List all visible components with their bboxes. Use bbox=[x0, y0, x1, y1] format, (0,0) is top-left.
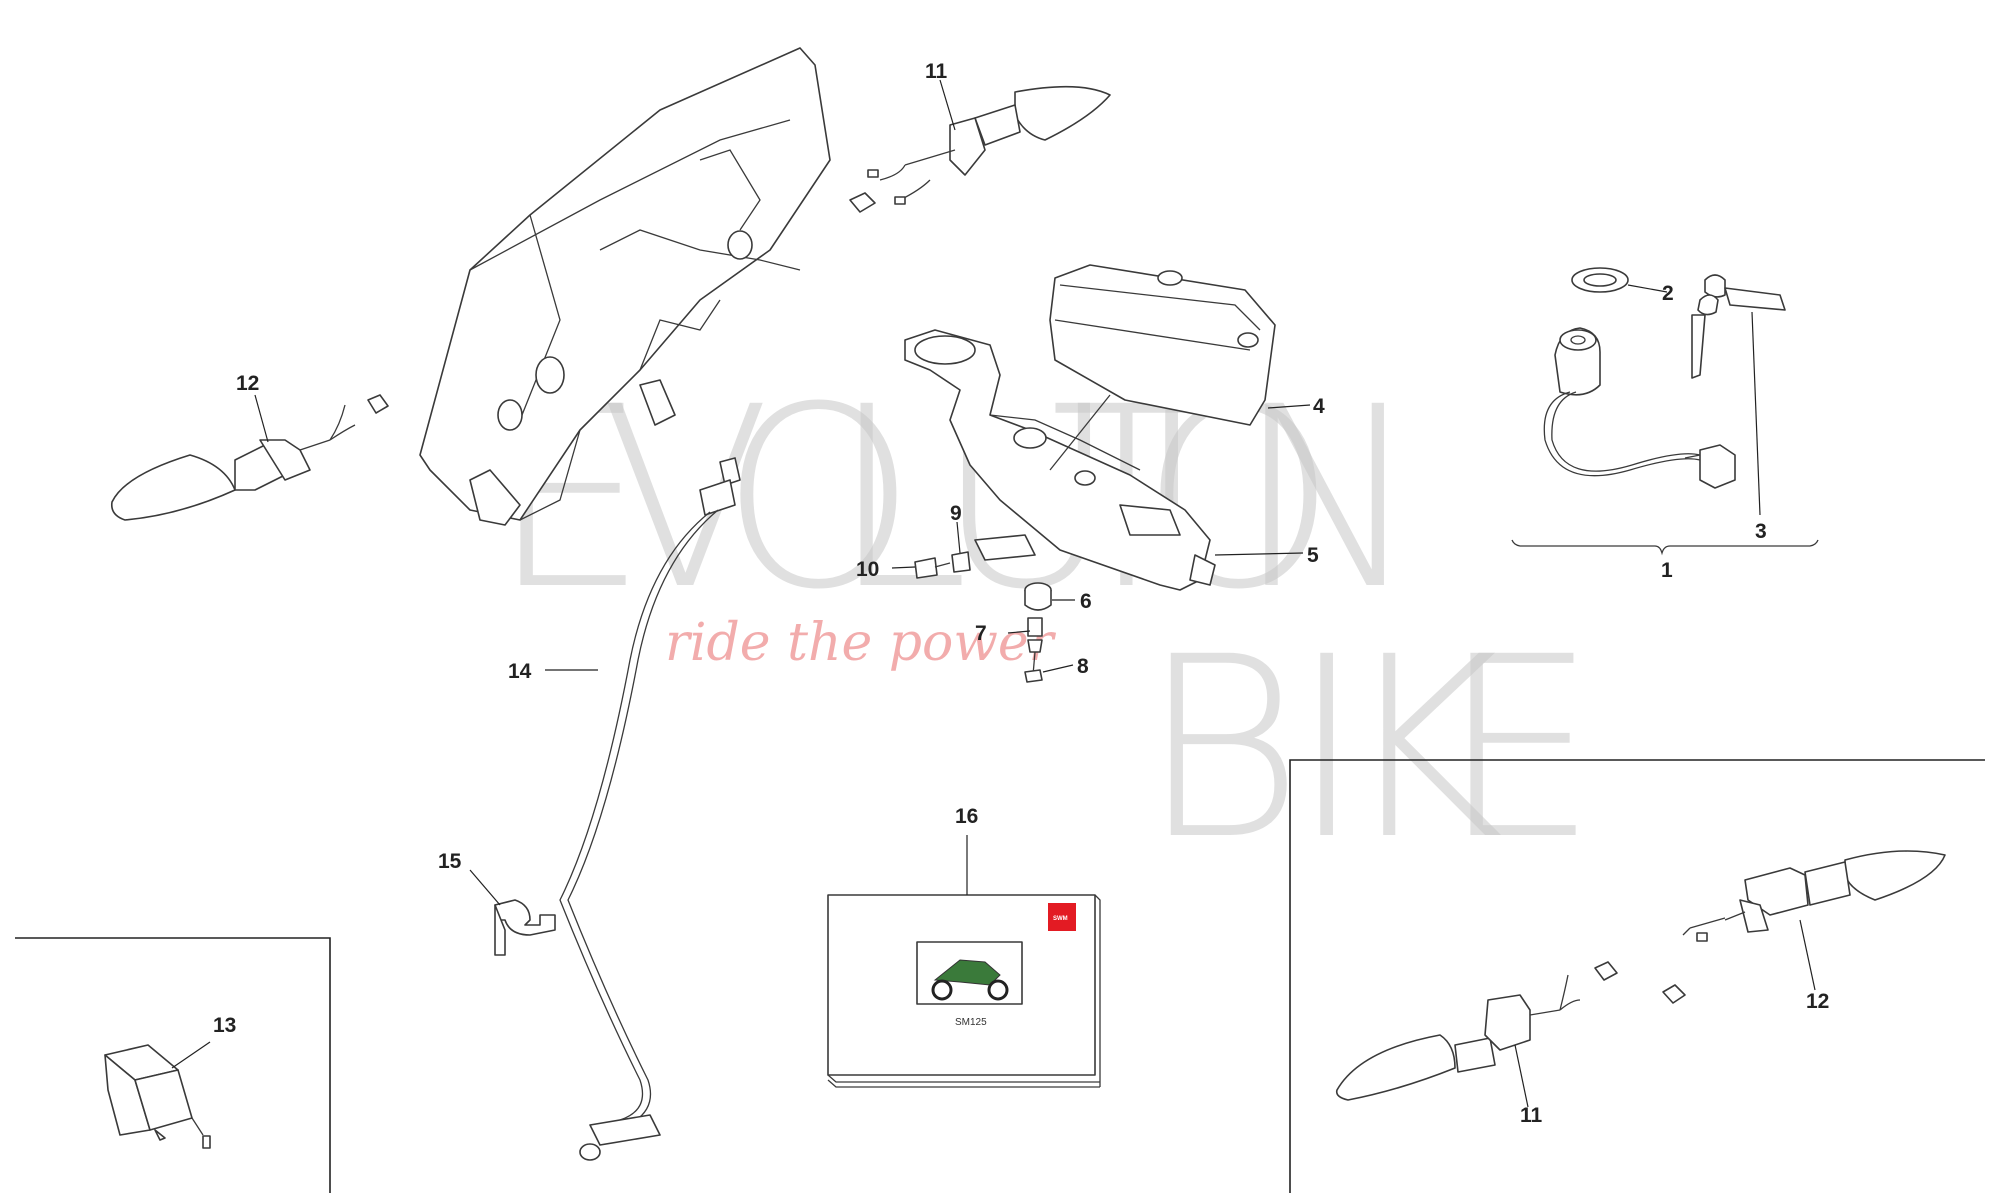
callout-8: 8 bbox=[1077, 655, 1089, 678]
manual-brand: SWM bbox=[1053, 916, 1068, 922]
manual-model: SM125 bbox=[955, 1017, 987, 1028]
spacer-7 bbox=[1027, 617, 1043, 637]
callout-7: 7 bbox=[975, 622, 987, 645]
turn-signal-top bbox=[849, 85, 1111, 213]
owners-manual-16: SWM SM125 bbox=[827, 894, 1101, 1088]
watermark-letter: I bbox=[1290, 603, 1364, 894]
callout-4: 4 bbox=[1313, 395, 1325, 418]
instrument-cluster bbox=[1049, 264, 1276, 426]
watermark-letter: L bbox=[830, 353, 969, 644]
callout-14: 14 bbox=[508, 660, 532, 683]
ignition-switch-kit bbox=[1511, 267, 1819, 556]
watermark-letter: N bbox=[1235, 353, 1422, 644]
turn-signal-inset-left bbox=[1335, 961, 1618, 1101]
watermark-tagline: ride the power bbox=[665, 613, 1057, 673]
watermark-letter: B bbox=[1140, 603, 1304, 894]
callout-9: 9 bbox=[950, 502, 962, 525]
turn-signal-inset-right bbox=[1662, 850, 1946, 1004]
manual-brand-badge bbox=[1048, 903, 1076, 931]
watermark-letter: V bbox=[600, 353, 771, 644]
callout-3: 3 bbox=[1755, 520, 1767, 543]
clip-15 bbox=[494, 899, 556, 956]
callout-11: 11 bbox=[925, 60, 948, 83]
flasher-relay-13 bbox=[104, 1044, 211, 1149]
callout-10: 10 bbox=[856, 558, 879, 581]
grommet-6 bbox=[1024, 582, 1052, 611]
bushing-9 bbox=[951, 551, 971, 573]
callout-5: 5 bbox=[1307, 544, 1319, 567]
callout-12: 12 bbox=[236, 372, 259, 395]
callout-6: 6 bbox=[1080, 590, 1092, 613]
cable-14 bbox=[559, 457, 741, 1161]
callout-11-inset: 11 bbox=[1520, 1104, 1543, 1127]
callout-2: 2 bbox=[1662, 282, 1674, 305]
callouts: 1 2 3 4 5 6 7 8 9 10 11 11 12 12 13 14 1… bbox=[213, 60, 1829, 1127]
inset-frame-right bbox=[1289, 759, 1985, 1193]
inset-frame-left bbox=[15, 937, 331, 1193]
callout-1: 1 bbox=[1661, 559, 1673, 582]
leader-lines bbox=[171, 79, 1816, 1108]
watermark-letter: E bbox=[1440, 603, 1598, 894]
bolt-10 bbox=[914, 557, 951, 579]
turn-signal-left bbox=[110, 394, 389, 521]
screw-8 bbox=[1024, 639, 1043, 683]
watermark-letter: K bbox=[1340, 603, 1504, 894]
callout-12-inset: 12 bbox=[1806, 990, 1829, 1013]
instrument-bracket bbox=[904, 329, 1216, 591]
callout-15: 15 bbox=[438, 850, 462, 873]
headlight-fairing bbox=[419, 47, 831, 526]
callout-13: 13 bbox=[213, 1014, 236, 1037]
watermark-letter: O bbox=[720, 353, 917, 644]
callout-16: 16 bbox=[955, 805, 978, 828]
